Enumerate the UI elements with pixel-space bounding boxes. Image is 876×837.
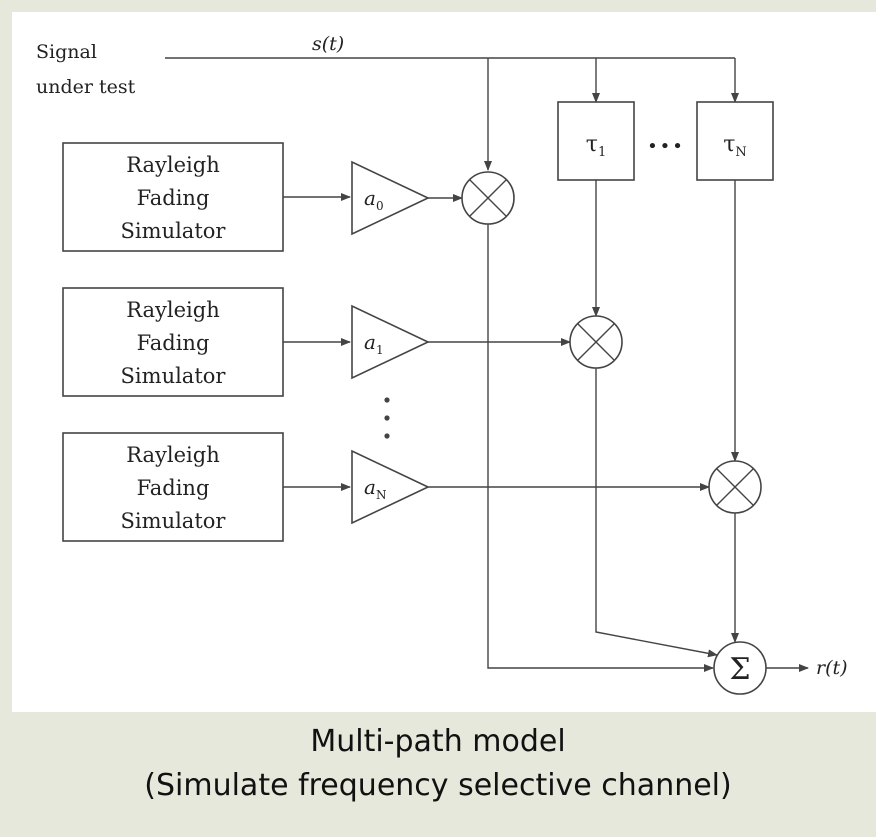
svg-text:a0: a0: [364, 186, 384, 213]
multiplier-0: [461, 171, 515, 225]
aN-symbol: a: [364, 475, 376, 499]
simulator-1-line2: Fading: [137, 331, 210, 355]
rayleigh-simulator-0: Rayleigh Fading Simulator: [62, 142, 284, 252]
caption-line1: Multi-path model: [310, 724, 566, 759]
simulator-0-line1: Rayleigh: [126, 153, 220, 177]
svg-text:τN: τN: [723, 132, 747, 160]
simulator-0-line2: Fading: [137, 186, 210, 210]
gain-a0-amplifier: a0: [351, 160, 430, 236]
delay-tau1-block: τ1: [557, 101, 635, 181]
a1-subscript: 1: [376, 343, 384, 357]
a0-symbol: a: [364, 186, 376, 210]
delay-tauN-block: τN: [696, 101, 774, 181]
simulator-0-line3: Simulator: [121, 219, 227, 243]
multiplier-1: [569, 315, 623, 369]
delay-ellipsis: •••: [647, 136, 685, 157]
signal-label-line2: under test: [36, 76, 136, 98]
a1-symbol: a: [364, 330, 376, 354]
tauN-subscript: N: [735, 145, 746, 160]
svg-text:τ1: τ1: [586, 132, 606, 160]
summation-icon: Σ: [729, 652, 750, 687]
rayleigh-simulator-N: Rayleigh Fading Simulator: [62, 432, 284, 542]
multipath-diagram: Signal under test s(t) τ1 ••• τN Rayleig…: [36, 33, 848, 695]
tau1-subscript: 1: [598, 145, 606, 160]
gain-aN-amplifier: aN: [351, 449, 430, 525]
aN-subscript: N: [376, 488, 387, 502]
caption-line2: (Simulate frequency selective channel): [144, 768, 732, 803]
tau1-symbol: τ: [586, 132, 598, 157]
output-signal-label: r(t): [816, 657, 848, 679]
multiplier-N: [708, 460, 762, 514]
simulator-N-line3: Simulator: [121, 509, 227, 533]
tauN-symbol: τ: [723, 132, 735, 157]
caption: Multi-path model (Simulate frequency sel…: [0, 720, 876, 808]
a0-subscript: 0: [376, 199, 384, 213]
summer-block: Σ: [713, 641, 767, 695]
simulator-N-line1: Rayleigh: [126, 443, 220, 467]
svg-text:a1: a1: [364, 330, 384, 357]
mult0-to-sum-path: [487, 224, 714, 672]
amplifier-vertical-ellipsis: [384, 397, 390, 439]
svg-text:aN: aN: [364, 475, 386, 502]
rayleigh-simulator-1: Rayleigh Fading Simulator: [62, 287, 284, 397]
simulator-1-line1: Rayleigh: [126, 298, 220, 322]
mult1-to-sum-path: [595, 368, 718, 658]
signal-label-line1: Signal: [36, 41, 97, 63]
simulator-N-line2: Fading: [137, 476, 210, 500]
diagram-panel: Signal under test s(t) τ1 ••• τN Rayleig…: [12, 12, 876, 712]
gain-a1-amplifier: a1: [351, 304, 430, 380]
simulator-1-line3: Simulator: [121, 364, 227, 388]
input-signal-label: s(t): [312, 33, 344, 55]
